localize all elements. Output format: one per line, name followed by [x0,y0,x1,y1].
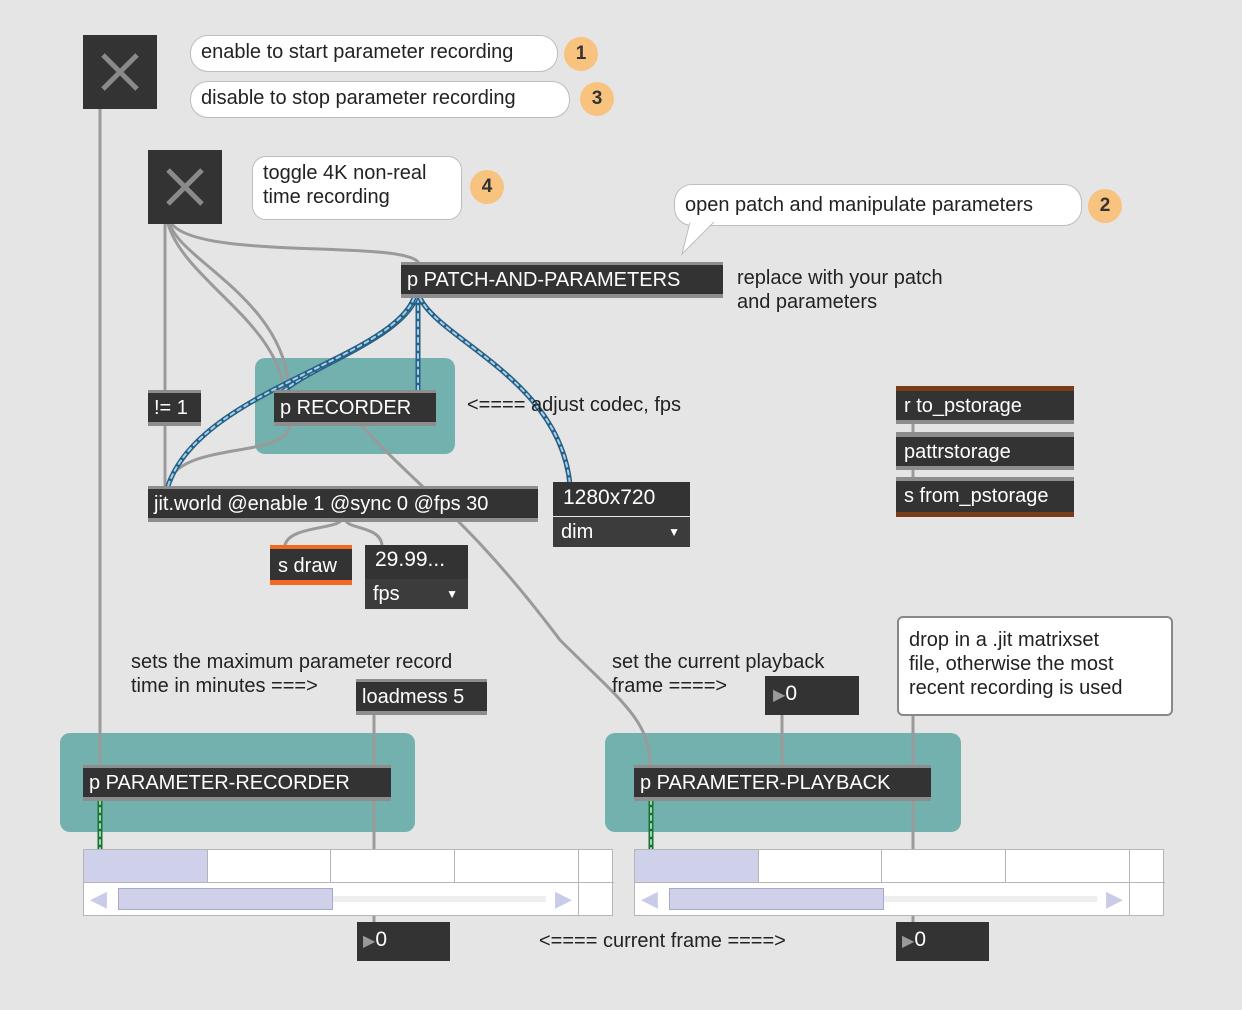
chevron-down-icon: ▼ [446,587,458,601]
cord-toggle2-to-recorder [168,222,291,392]
fps-value: 29.99... [375,548,446,571]
adjust-codec-comment: <==== adjust codec, fps [467,394,682,416]
record-toggle[interactable] [83,35,157,109]
drop-line3: recent recording is used [909,677,1123,699]
scroll-right-icon[interactable]: ▶ [1106,886,1123,911]
current-frame-comment: <==== current frame ====> [539,930,786,952]
dim-value: 1280x720 [563,486,656,509]
triangle-icon: ▶ [363,933,376,950]
badge-1: 1 [564,37,598,71]
drop-line1: drop in a .jit matrixset [909,629,1100,651]
dim-display: 1280x720 [553,482,690,516]
drop-matrixset-comment: drop in a .jit matrixset file, otherwise… [897,616,1173,716]
replace-comment-line1: replace with your patch [737,267,943,289]
timeline-hline [635,882,1165,883]
set-frame-comment-line2: frame ====> [612,675,728,697]
cord-toggle2-to-recorder-b [166,222,286,392]
timeline-segment [84,850,208,882]
scroll-left-icon[interactable]: ◀ [641,886,658,911]
patch-and-parameters-object[interactable]: p PATCH-AND-PARAMETERS [401,262,723,298]
cord-recorder-to-playback [358,422,652,767]
scroll-right-icon[interactable]: ▶ [555,886,572,911]
recorder-object[interactable]: p RECORDER [274,390,436,426]
timeline-divider [578,850,579,916]
timeline-divider [1129,850,1130,916]
matrix-cord-patch-to-recorder-left [277,295,419,398]
disable-record-comment: disable to stop parameter recording [190,81,570,118]
pattrstorage-label: pattrstorage [904,441,1011,463]
fps-menu[interactable]: fps ▼ [365,579,468,609]
bubble-tail [681,222,715,256]
set-frame-comment-line1: set the current playback [612,651,825,673]
cord-jitworld-to-sdraw [283,516,344,547]
max-time-comment-line2: time in minutes ===> [131,675,318,697]
pattrstorage-object[interactable]: pattrstorage [896,432,1074,470]
badge-4: 4 [470,170,504,204]
x-icon [101,53,139,91]
cord-toggle2-to-patch [170,222,420,264]
timeline-divider [454,850,455,882]
jit-world-object[interactable]: jit.world @enable 1 @sync 0 @fps 30 [148,486,538,522]
matrix-cord-patch-to-dim [417,295,573,488]
fps-display: 29.99... [365,545,468,579]
dim-menu-label: dim [561,521,594,543]
r-to-pstorage-object[interactable]: r to_pstorage [896,386,1074,424]
toggle-4k-comment: toggle 4K non-real time recording [252,156,462,220]
timeline-hline [84,882,614,883]
s-from-pstorage-object[interactable]: s from_pstorage [896,477,1074,517]
chevron-down-icon: ▼ [668,525,680,539]
max-time-comment-line1: sets the maximum parameter record [131,651,453,673]
open-patch-comment: open patch and manipulate parameters [674,184,1082,226]
loadmess-object[interactable]: loadmess 5 [356,679,487,715]
scroll-left-icon[interactable]: ◀ [90,886,107,911]
replace-comment-line2: and parameters [737,291,878,313]
timeline-divider [1005,850,1006,882]
scroll-thumb[interactable] [118,888,333,910]
s-draw-label: s draw [278,555,337,577]
s-draw-object[interactable]: s draw [270,545,352,585]
drop-line2: file, otherwise the most [909,653,1114,675]
scroll-thumb[interactable] [669,888,884,910]
playback-current-frame-value: 0 [914,928,926,951]
badge-3: 3 [580,82,614,116]
parameter-playback-object[interactable]: p PARAMETER-PLAYBACK [634,765,931,801]
cord-jitworld-to-fps [343,516,384,547]
playback-frame-number[interactable]: ▶0 [765,676,859,715]
triangle-icon: ▶ [902,933,915,950]
timeline-divider [330,850,331,882]
playback-current-frame-number[interactable]: ▶0 [896,922,989,961]
recorder-current-frame-number[interactable]: ▶0 [357,922,450,961]
timeline-segment [635,850,759,882]
recorder-timeline[interactable]: ◀ ▶ [83,849,614,916]
recorder-current-frame-value: 0 [375,928,387,951]
not-equal-object[interactable]: != 1 [148,390,201,426]
fps-menu-label: fps [373,583,400,605]
playback-timeline[interactable]: ◀ ▶ [634,849,1165,916]
4k-toggle[interactable] [148,150,222,224]
badge-2: 2 [1088,189,1122,223]
playback-frame-value: 0 [785,682,797,705]
x-icon [166,168,204,206]
toggle-4k-line1: toggle 4K non-real [263,162,427,184]
triangle-icon: ▶ [773,687,786,704]
r-to-pstorage-label: r to_pstorage [904,395,1022,417]
s-from-pstorage-label: s from_pstorage [904,485,1049,507]
parameter-recorder-object[interactable]: p PARAMETER-RECORDER [83,765,391,801]
dim-menu[interactable]: dim ▼ [553,517,690,547]
timeline-divider [881,850,882,882]
toggle-4k-line2: time recording [263,186,390,208]
enable-record-comment: enable to start parameter recording [190,35,558,72]
